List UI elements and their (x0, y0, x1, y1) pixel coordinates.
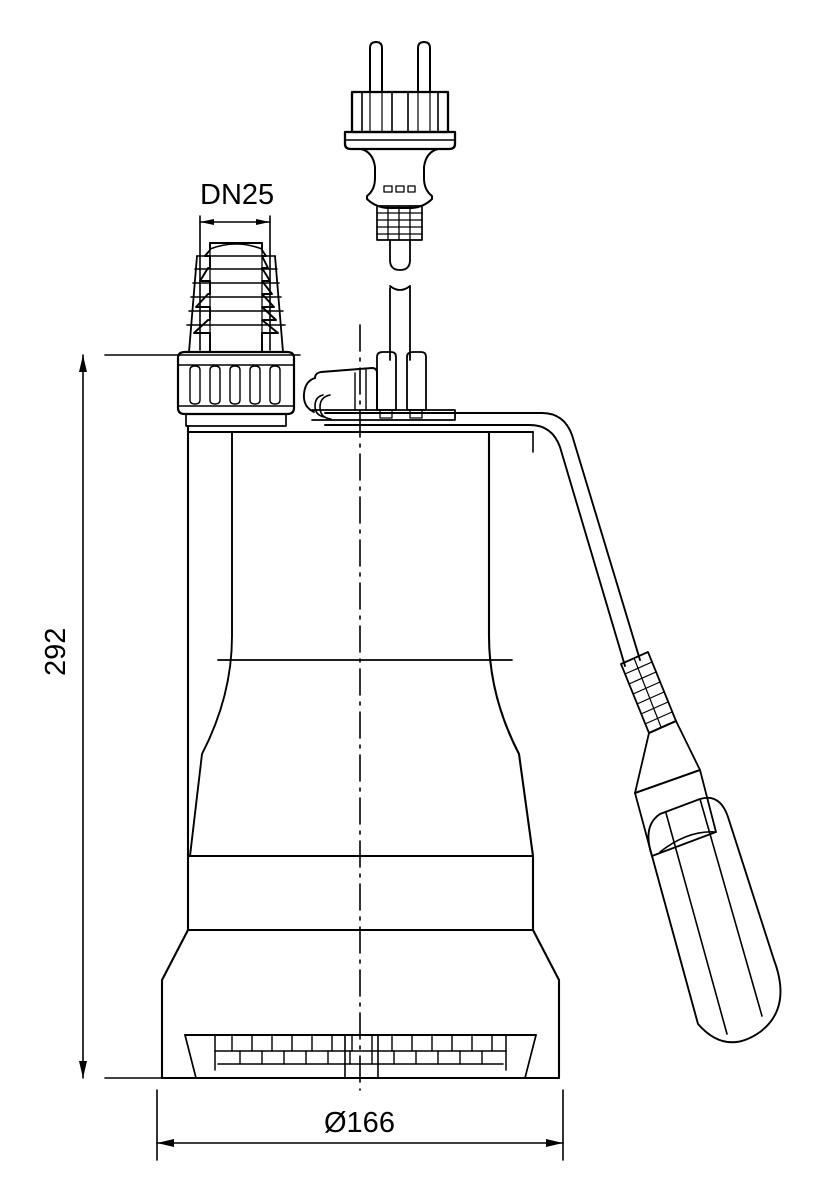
union-nut (176, 350, 296, 427)
float-switch-cable (324, 412, 641, 667)
power-plug (343, 41, 457, 151)
dimension-292 (79, 354, 301, 1079)
dimension-d166 (156, 1089, 564, 1161)
float-switch (620, 651, 782, 1044)
plug-strain-relief (360, 148, 439, 271)
dimension-label-diameter: Ø166 (324, 1107, 395, 1139)
cable-clamp (302, 367, 378, 420)
carry-handle (311, 351, 456, 421)
dimension-label-height: 292 (40, 627, 72, 676)
pump-housing (160, 424, 561, 1080)
dimension-label-dn25: DN25 (200, 179, 275, 211)
dimension-dn25 (199, 215, 271, 351)
power-cable (389, 285, 411, 361)
